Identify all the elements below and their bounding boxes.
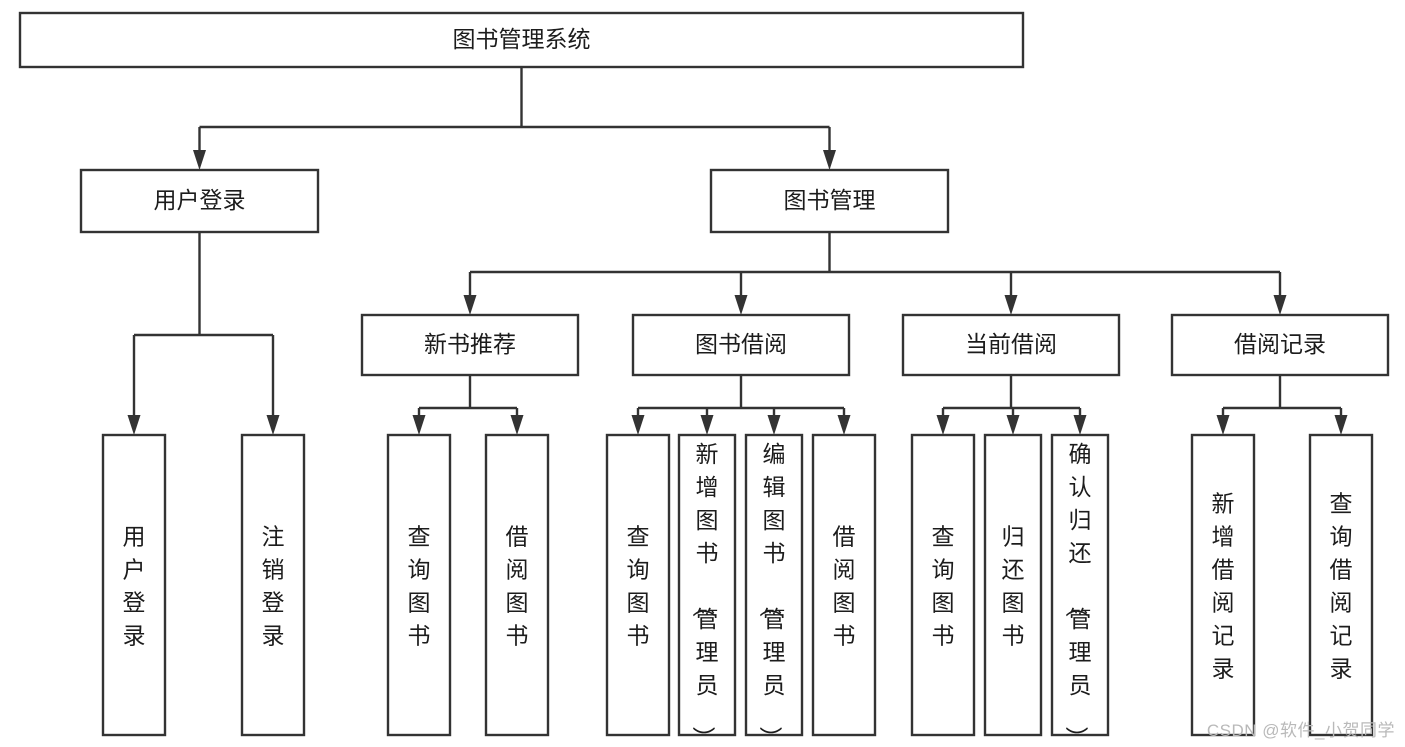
node-label: 新增图书（管理员） [691,441,719,747]
node-book-management[interactable]: 图书管理 [709,168,950,234]
node-leaf-edit-book-admin[interactable]: 编辑图书（管理员） [744,433,804,747]
node-label: 注销登录 [262,524,285,649]
edge-group-borrow-records [1216,375,1348,435]
edges-layer [127,67,1348,435]
node-label: 新增借阅记录 [1212,491,1235,682]
node-label: 新书推荐 [424,331,516,357]
node-leaf-query-book-current[interactable]: 查询图书 [910,433,976,737]
node-leaf-add-borrow-record[interactable]: 新增借阅记录 [1190,433,1256,737]
node-root[interactable]: 图书管理系统 [18,11,1025,69]
node-label: 用户登录 [123,524,146,649]
node-label: 图书借阅 [695,331,787,357]
node-label: 当前借阅 [965,331,1057,357]
node-leaf-return-book[interactable]: 归还图书 [983,433,1043,737]
node-leaf-borrow-book-recommend[interactable]: 借阅图书 [484,433,550,737]
edge-group-current-borrow [936,375,1087,435]
node-label: 借阅图书 [506,524,529,649]
node-leaf-add-book-admin[interactable]: 新增图书（管理员） [677,433,737,747]
node-borrow-records[interactable]: 借阅记录 [1170,313,1390,377]
node-label: 查询图书 [408,524,431,649]
node-leaf-query-borrow-record[interactable]: 查询借阅记录 [1308,433,1374,737]
node-label: 查询借阅记录 [1330,491,1353,682]
node-new-book-recommend[interactable]: 新书推荐 [360,313,580,377]
node-current-borrow[interactable]: 当前借阅 [901,313,1121,377]
node-label: 编辑图书（管理员） [758,441,786,747]
node-label: 用户登录 [154,187,246,213]
node-leaf-query-book-recommend[interactable]: 查询图书 [386,433,452,737]
node-label: 借阅记录 [1234,331,1326,357]
edge-group-book-management [463,232,1287,315]
node-label: 图书管理 [784,187,876,213]
node-label: 图书管理系统 [453,26,591,52]
edge-group-book-borrow [631,375,851,435]
node-label: 归还图书 [1002,524,1025,649]
node-leaf-user-login[interactable]: 用户登录 [101,433,167,737]
node-leaf-query-book-borrow[interactable]: 查询图书 [605,433,671,737]
edge-group-root [193,67,836,170]
node-label: 确认归还（管理员） [1064,441,1092,747]
watermark-text: CSDN @软件_小贺同学 [1206,721,1395,740]
node-label: 查询图书 [627,524,650,649]
node-label: 借阅图书 [833,524,856,649]
edge-group-new-book-recommend [412,375,524,435]
node-leaf-borrow-book[interactable]: 借阅图书 [811,433,877,737]
edge-group-user-login [127,232,280,435]
node-leaf-confirm-return-admin[interactable]: 确认归还（管理员） [1050,433,1110,747]
node-book-borrow[interactable]: 图书借阅 [631,313,851,377]
node-user-login[interactable]: 用户登录 [79,168,320,234]
node-label: 查询图书 [932,524,955,649]
nodes-layer: 图书管理系统用户登录图书管理新书推荐图书借阅当前借阅借阅记录用户登录注销登录查询… [18,11,1390,747]
node-leaf-logout[interactable]: 注销登录 [240,433,306,737]
